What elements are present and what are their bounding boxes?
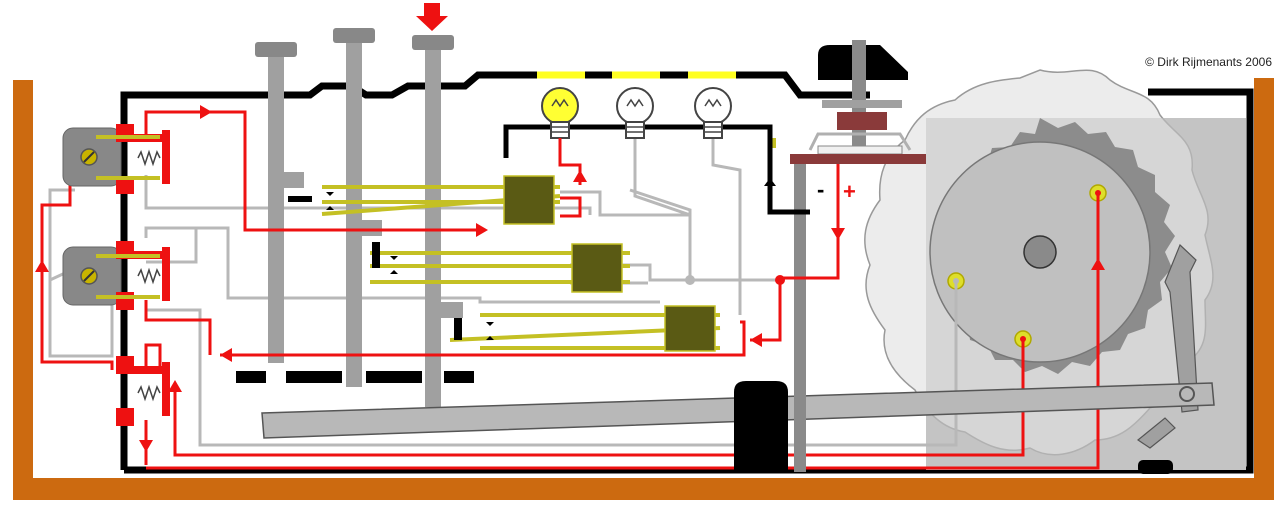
plug-socket-1 (62, 127, 122, 187)
wire-junction-grey (685, 275, 695, 285)
spring-contact-2 (96, 241, 170, 310)
wire-junction-red (775, 275, 785, 285)
current-arrows (35, 105, 1105, 452)
pawl-stop (1138, 460, 1173, 474)
metal-frame (120, 71, 1254, 474)
power-rod-lower (794, 300, 806, 472)
key-contact-blocks (503, 175, 716, 352)
key-pressed-arrow (416, 3, 448, 31)
contact-gap-markers (326, 192, 494, 340)
plus-sign: + (843, 179, 856, 204)
spring-contact-1 (96, 124, 170, 194)
rotor-axle (1023, 235, 1057, 269)
lamp-2 (616, 87, 654, 139)
lamp-1 (541, 87, 579, 139)
lamp-3 (694, 87, 732, 139)
lever-support (734, 381, 788, 472)
spring-contact-3 (116, 356, 170, 426)
keyboard-plate (236, 371, 474, 383)
stepping-pawl (1136, 243, 1199, 449)
copyright-notice: © Dirk Rijmenants 2006 (1145, 55, 1272, 69)
case-bottom (13, 478, 1274, 500)
key-stems (255, 28, 463, 407)
case-right-wall (1254, 78, 1274, 478)
contact-stops (288, 196, 462, 340)
minus-sign: - (817, 177, 824, 202)
case-left-wall (13, 80, 33, 478)
plug-socket-2 (62, 246, 122, 306)
lamp-bus (503, 124, 810, 215)
inactive-wires (48, 138, 958, 447)
